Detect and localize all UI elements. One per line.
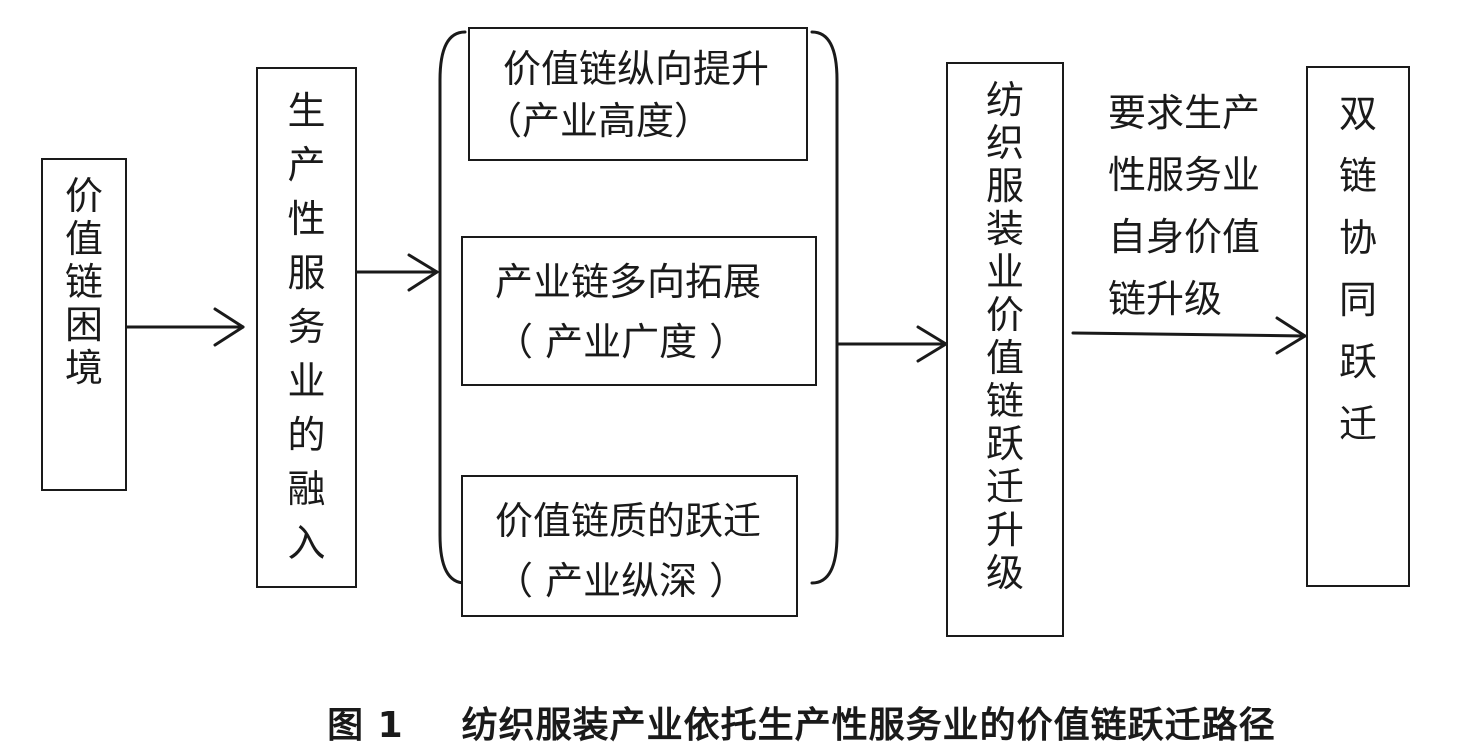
integration-label: 生产性服务业的融入 xyxy=(258,84,355,570)
quality-leap-box: 价值链质的跃迁 （ 产业纵深 ） xyxy=(461,475,798,617)
arrow-label-line4: 链升级 xyxy=(1108,277,1223,321)
right-bracket xyxy=(810,30,839,585)
synergy-label: 双链协同跃迁 xyxy=(1308,83,1408,455)
integration-box: 生产性服务业的融入 xyxy=(256,67,357,588)
vertical-char: 务 xyxy=(287,305,326,349)
figure-number: 图 1 xyxy=(327,705,404,746)
vertical-char: 升 xyxy=(985,508,1024,552)
arrow-label-line2: 性服务业 xyxy=(1108,153,1261,197)
vertical-char: 迁 xyxy=(1338,402,1377,446)
vertical-char: 服 xyxy=(287,251,326,295)
vertical-char: 跃 xyxy=(985,422,1024,466)
vertical-char: 困 xyxy=(64,303,103,347)
upgrade-label: 纺织服装业价值链跃迁升级 xyxy=(948,79,1062,595)
vertical-char: 性 xyxy=(287,197,326,241)
multi-direction-line2: （ 产业广度 ） xyxy=(495,320,748,364)
vertical-char: 境 xyxy=(64,346,103,390)
vertical-upgrade-box: 价值链纵向提升 （产业高度） xyxy=(468,27,808,161)
vertical-char: 协 xyxy=(1338,216,1377,260)
vertical-char: 产 xyxy=(287,143,326,187)
vertical-char: 价 xyxy=(64,174,103,218)
vertical-char: 服 xyxy=(985,164,1024,208)
arrow-label-line3: 自身价值 xyxy=(1108,215,1261,259)
upgrade-box: 纺织服装业价值链跃迁升级 xyxy=(946,62,1064,637)
vertical-char: 纺 xyxy=(985,78,1024,122)
vertical-char: 值 xyxy=(985,336,1024,380)
arrow-upgrade-to-synergy xyxy=(1071,331,1307,338)
figure-title: 纺织服装产业依托生产性服务业的价值链跃迁路径 xyxy=(461,705,1276,746)
vertical-char: 价 xyxy=(985,293,1024,337)
left-bracket xyxy=(438,30,467,585)
vertical-char: 链 xyxy=(1338,154,1377,198)
multi-direction-line1: 产业链多向拓展 xyxy=(495,260,762,304)
vertical-char: 值 xyxy=(64,217,103,261)
vertical-char: 迁 xyxy=(985,465,1024,509)
vertical-char: 级 xyxy=(985,551,1024,595)
vertical-char: 装 xyxy=(985,207,1024,251)
arrow-label: 要求生产 性服务业 自身价值 链升级 xyxy=(1108,82,1260,330)
vertical-char: 同 xyxy=(1338,278,1377,322)
vertical-char: 生 xyxy=(287,89,326,133)
arrow-label-line1: 要求生产 xyxy=(1108,91,1261,135)
vertical-char: 链 xyxy=(985,379,1024,423)
figure-caption: 图 1 纺织服装产业依托生产性服务业的价值链跃迁路径 xyxy=(300,655,1276,748)
vertical-char: 双 xyxy=(1338,92,1377,136)
vertical-char: 业 xyxy=(985,250,1024,294)
vertical-char: 的 xyxy=(287,413,326,457)
vertical-char: 业 xyxy=(287,359,326,403)
multi-direction-box: 产业链多向拓展 （ 产业广度 ） xyxy=(461,236,817,386)
quality-leap-line1: 价值链质的跃迁 xyxy=(495,499,762,543)
vertical-upgrade-line1: 价值链纵向提升 xyxy=(503,47,770,91)
quality-leap-line2: （ 产业纵深 ） xyxy=(495,559,748,603)
vertical-char: 织 xyxy=(985,121,1024,165)
vertical-char: 入 xyxy=(287,521,326,565)
dilemma-label: 价值链困境 xyxy=(43,175,125,390)
synergy-box: 双链协同跃迁 xyxy=(1306,66,1410,587)
vertical-char: 融 xyxy=(287,467,326,511)
vertical-char: 链 xyxy=(64,260,103,304)
vertical-char: 跃 xyxy=(1338,340,1377,384)
dilemma-box: 价值链困境 xyxy=(41,158,127,491)
vertical-upgrade-line2: （产业高度） xyxy=(484,99,713,143)
